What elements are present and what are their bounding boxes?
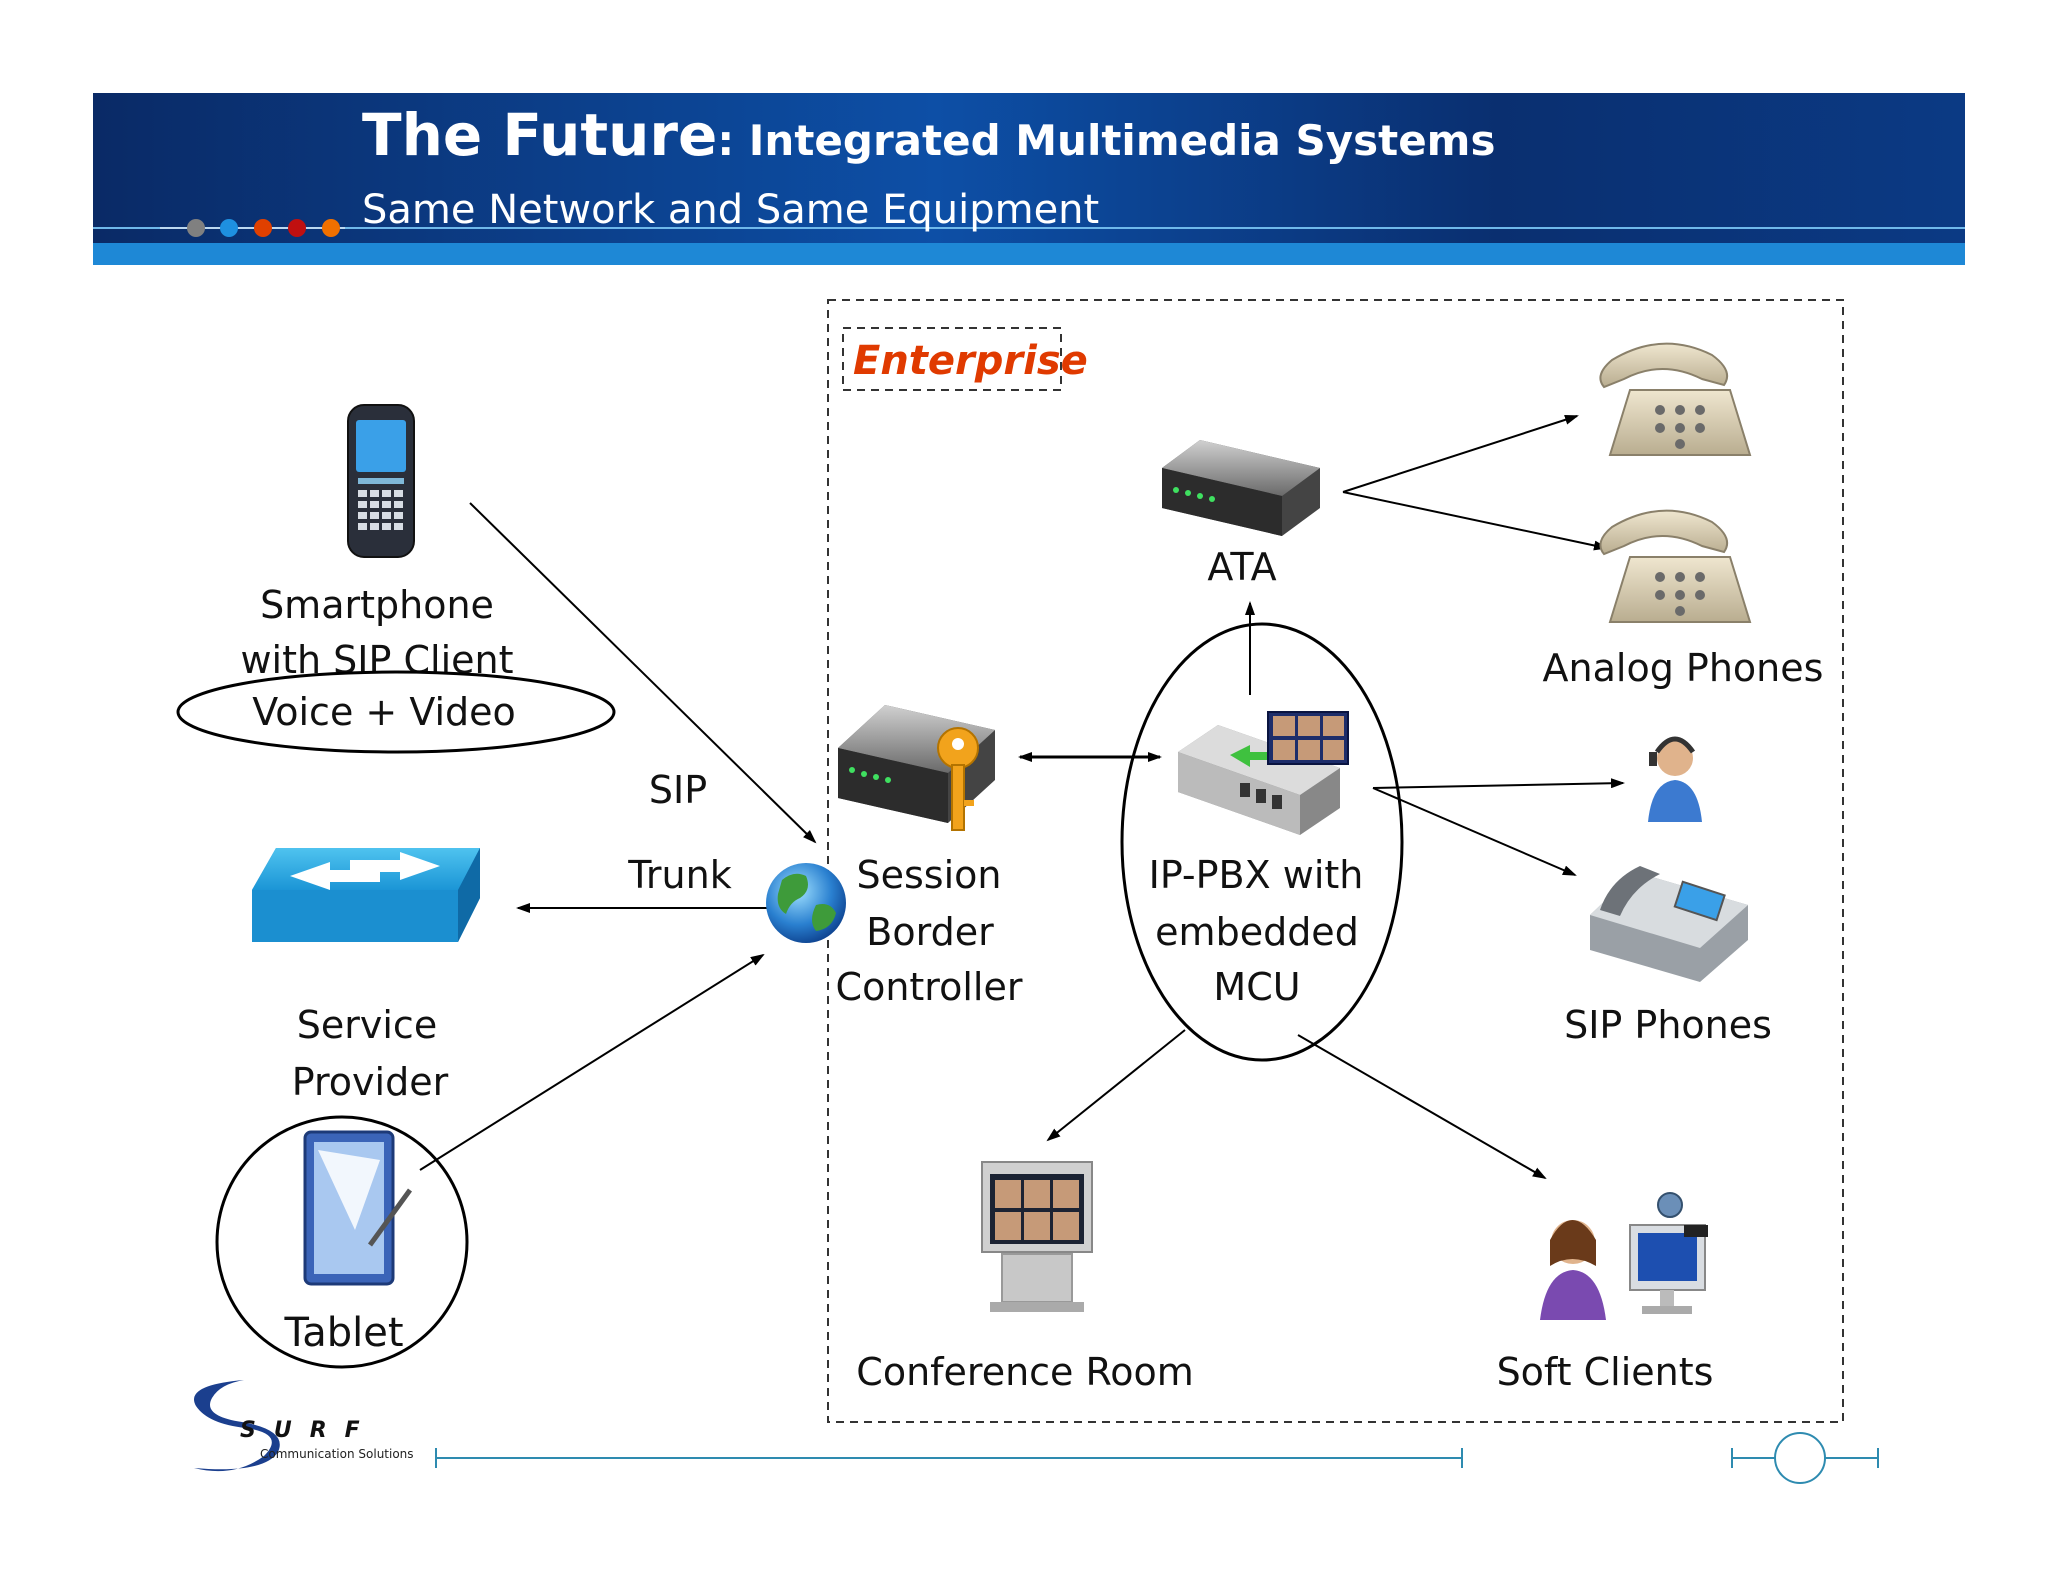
sbc-label-line2: Border <box>866 910 994 954</box>
header-banner: The Future: Integrated Multimedia System… <box>93 93 1965 265</box>
conference-room-label: Conference Room <box>856 1350 1193 1394</box>
logo-text: SURF <box>240 1418 378 1443</box>
arrow-smartphone-to-gateway <box>469 502 817 844</box>
arrow-tablet-to-gateway <box>419 953 765 1171</box>
sbc-label-line3: Controller <box>836 965 1023 1009</box>
analog-phone-bottom-icon <box>1599 509 1752 623</box>
footer-rule <box>435 1432 1879 1484</box>
analog-phone-top-icon <box>1599 342 1752 456</box>
arrow-ata-to-phone-top <box>1342 414 1579 493</box>
tablet-circle <box>215 1115 469 1369</box>
connectors <box>419 414 1625 1180</box>
sip-phones-label: SIP Phones <box>1564 1003 1772 1047</box>
voice-video-badge: Voice + Video <box>252 690 516 734</box>
sip-phone-icon <box>1590 866 1748 982</box>
tablet-label: Tablet <box>283 1310 403 1356</box>
ippbx-label-line1: IP-PBX with <box>1149 853 1364 897</box>
sbc-label-line1: Session <box>857 853 1002 897</box>
switch-icon <box>252 848 480 942</box>
sip-trunk-line1: SIP <box>649 768 707 812</box>
header-subtitle: Same Network and Same Equipment <box>362 187 1099 233</box>
arrow-ata-to-phone-bottom <box>1342 491 1608 551</box>
analog-phones-label: Analog Phones <box>1543 646 1824 690</box>
conference-room-icon <box>981 1161 1093 1312</box>
ippbx-ellipse <box>1120 622 1404 1062</box>
header-dots <box>160 219 345 237</box>
ata-label: ATA <box>1207 545 1276 589</box>
arrow-ippbx-to-agent <box>1372 778 1625 789</box>
globe-icon <box>766 863 846 943</box>
monitor-webcam-icon <box>1629 1192 1708 1314</box>
arrow-ippbx-to-conference <box>1046 1029 1186 1142</box>
sip-trunk-line2: Trunk <box>627 853 731 897</box>
service-provider-line2: Provider <box>292 1060 449 1104</box>
voice-video-ellipse <box>176 670 616 754</box>
ata-device-icon <box>1162 440 1320 536</box>
arrow-ippbx-to-softclients <box>1297 1034 1547 1180</box>
smartphone-icon <box>347 404 415 558</box>
surf-logo: SURF Communication Solutions <box>194 1380 414 1472</box>
tablet-icon <box>303 1130 413 1286</box>
soft-clients-label: Soft Clients <box>1497 1350 1714 1394</box>
video-conference-screen-icon <box>1267 711 1349 765</box>
soft-client-user-icon <box>1540 1220 1606 1320</box>
headset-agent-icon <box>1648 736 1702 822</box>
ippbx-device-icon <box>1178 725 1340 835</box>
smartphone-label-line1: Smartphone <box>260 583 494 627</box>
enterprise-label: Enterprise <box>853 338 1088 384</box>
arrow-ippbx-to-sipphone <box>1372 787 1577 876</box>
ippbx-label-line3: MCU <box>1213 965 1300 1009</box>
enterprise-boundary <box>827 299 1844 1423</box>
service-provider-line1: Service <box>297 1003 437 1047</box>
ippbx-label-line2: embedded <box>1155 910 1359 954</box>
logo-tagline: Communication Solutions <box>260 1447 414 1461</box>
key-icon <box>937 727 979 831</box>
header-title: The Future: Integrated Multimedia System… <box>362 101 1495 169</box>
